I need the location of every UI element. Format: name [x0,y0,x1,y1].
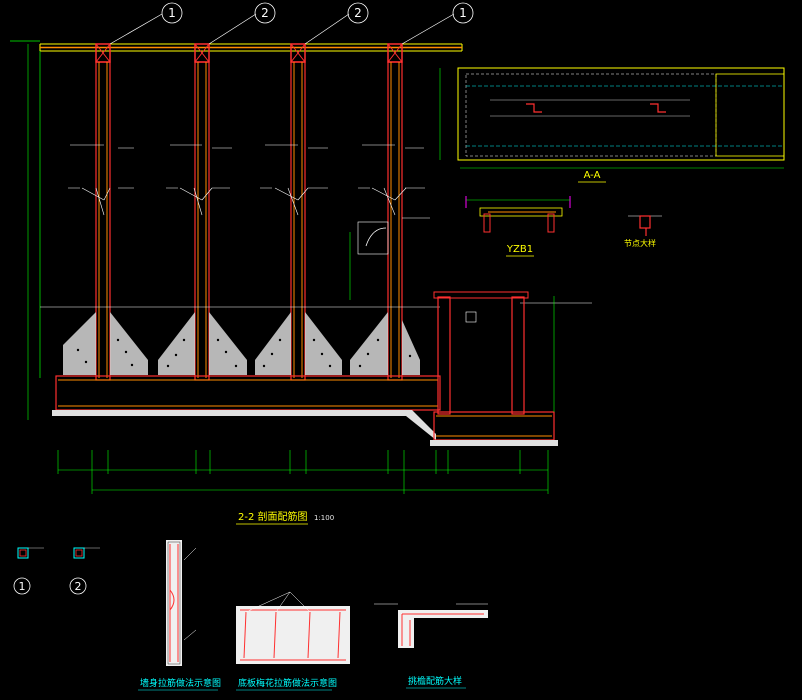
main-section-scale: 1:100 [314,514,334,522]
eave-caption: 挑檐配筋大样 [408,675,462,687]
corbel-detail [349,217,430,300]
axis-label-2: 2 [261,6,269,20]
floor-tie-caption: 底板梅花拉筋做法示意图 [238,677,337,689]
section-a-a: A-A [439,67,785,183]
main-section-2-2: 1 2 2 1 [10,2,592,525]
axis-label-1: 1 [168,6,176,20]
right-tank [430,291,558,446]
gravel-fill [63,312,420,375]
column-4 [387,43,403,381]
column-3 [290,43,306,381]
section-aa-title: A-A [584,170,601,181]
yzb1-detail: YZB1 [465,196,571,257]
rebar-leaders [68,144,425,216]
node-detail-title: 节点大样 [624,238,656,248]
legend-label-1: 1 [19,580,26,593]
floor-tie-detail: 底板梅花拉筋做法示意图 [236,591,350,691]
wall-tie-caption: 墙身拉筋做法示意图 [140,677,221,689]
node-detail: 节点大样 [624,215,662,248]
dimension-lines [27,44,549,494]
axis-label-3: 2 [354,6,362,20]
axis-label-4: 1 [459,6,467,20]
column-2 [194,43,210,381]
eave-detail: 挑檐配筋大样 [374,603,488,689]
legend-label-2: 2 [75,580,82,593]
gravel-speckle [76,338,412,368]
wall-tie-detail: 墙身拉筋做法示意图 [138,540,221,691]
yzb1-title: YZB1 [506,244,533,255]
top-slab [10,40,463,52]
axis-bubbles: 1 2 2 1 [109,2,474,45]
base-slab [52,375,441,440]
legend: 1 2 [13,547,100,595]
main-section-title: 2-2 剖面配筋图 [238,510,308,523]
